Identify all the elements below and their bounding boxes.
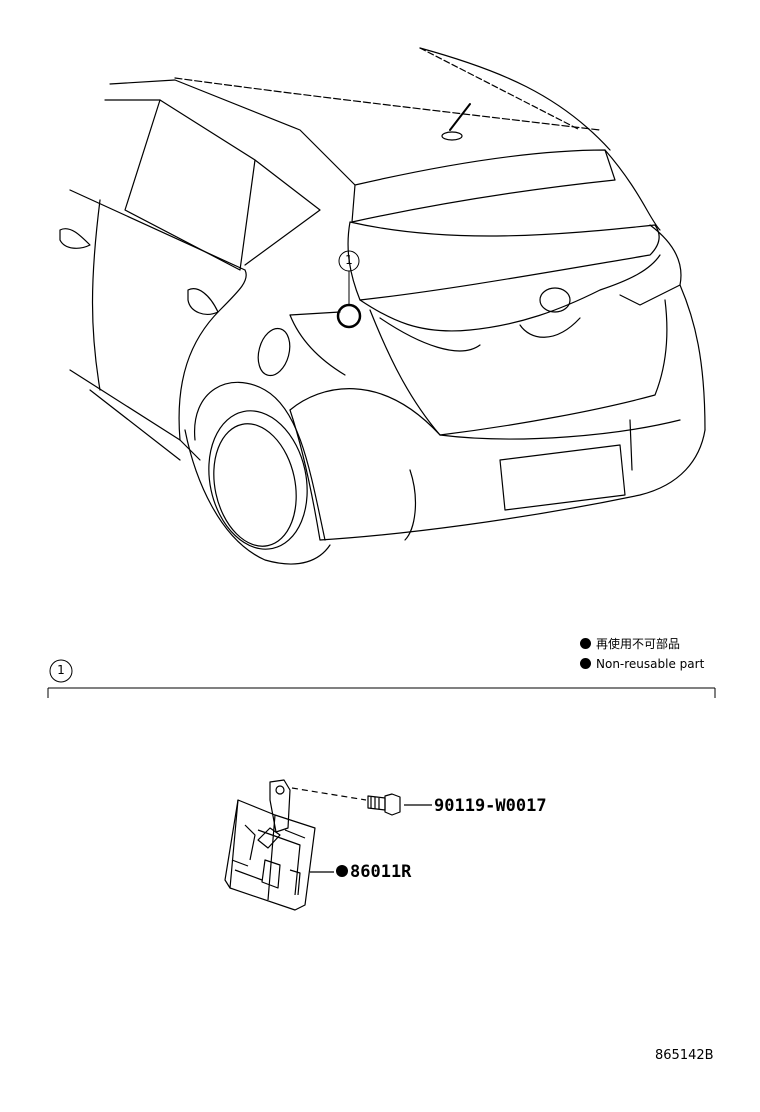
legend-english: Non-reusable part — [580, 657, 704, 671]
unit-part-number[interactable]: 86011R — [336, 862, 411, 882]
sensor-unit-drawing — [224, 779, 432, 911]
unit-part-number-label: 86011R — [350, 862, 412, 882]
location-callout — [336, 250, 362, 329]
non-reusable-marker-icon — [336, 865, 348, 877]
legend-japanese: 再使用不可部品 — [580, 637, 680, 651]
section-callout-number: 1 — [57, 663, 65, 677]
bolt-part-number[interactable]: 90119-W0017 — [434, 796, 547, 816]
top-callout-number: 1 — [345, 253, 353, 267]
section-header — [47, 659, 716, 698]
legend-english-label: Non-reusable part — [596, 657, 705, 671]
illustration-number: 865142B — [655, 1048, 714, 1063]
bolt-part-number-label: 90119-W0017 — [434, 796, 547, 816]
legend-japanese-label: 再使用不可部品 — [596, 637, 681, 651]
non-reusable-bullet-icon — [580, 658, 591, 669]
vehicle-rear-view — [59, 47, 706, 565]
non-reusable-bullet-icon — [580, 638, 591, 649]
